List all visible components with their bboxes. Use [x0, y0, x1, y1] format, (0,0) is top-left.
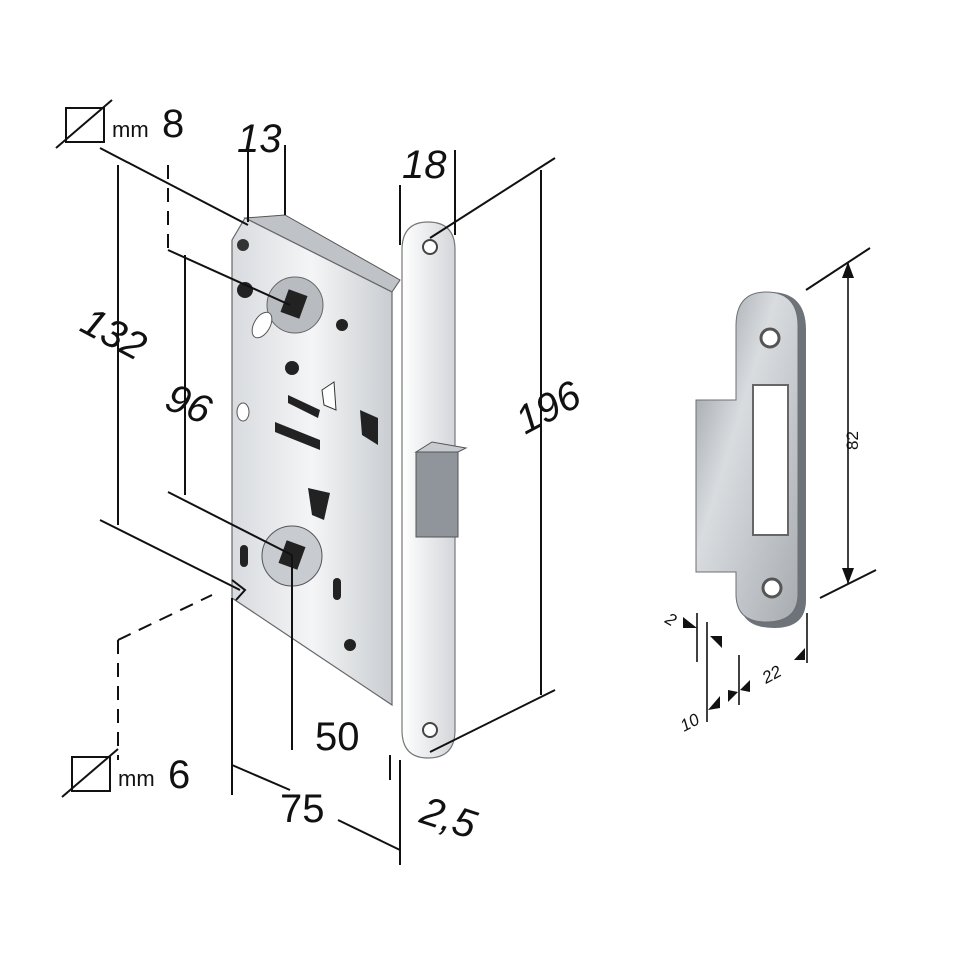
dim-case-depth: 75 [280, 787, 325, 831]
lock-faceplate [401, 221, 468, 759]
dim-backset: 50 [315, 715, 360, 759]
dim-case-height: 132 [74, 299, 154, 369]
dim-center-distance: 96 [160, 376, 218, 434]
strike-dim-width: 22 [758, 662, 785, 688]
strike-dim-offset: 10 [677, 710, 703, 736]
strike-dim-height: 82 [843, 431, 862, 450]
spindle-diameter-value: 8 [162, 102, 184, 146]
dim-case-thickness: 13 [237, 117, 282, 161]
key-diameter-value: 6 [168, 753, 190, 797]
dim-faceplate-thickness: 2,5 [414, 788, 482, 848]
diameter-8-symbol [55, 99, 113, 149]
strike-dimension-lines [683, 247, 877, 722]
key-unit-label: mm [118, 766, 155, 791]
diameter-6-symbol [61, 748, 119, 798]
lock-dimension-lines [99, 145, 556, 865]
dim-faceplate-height: 196 [509, 372, 589, 443]
lock-case [231, 214, 401, 707]
strike-dim-thickness: 2 [661, 609, 680, 631]
spindle-unit-label: mm [112, 117, 149, 142]
strike-plate [695, 291, 806, 628]
dim-faceplate-width: 18 [402, 143, 447, 187]
